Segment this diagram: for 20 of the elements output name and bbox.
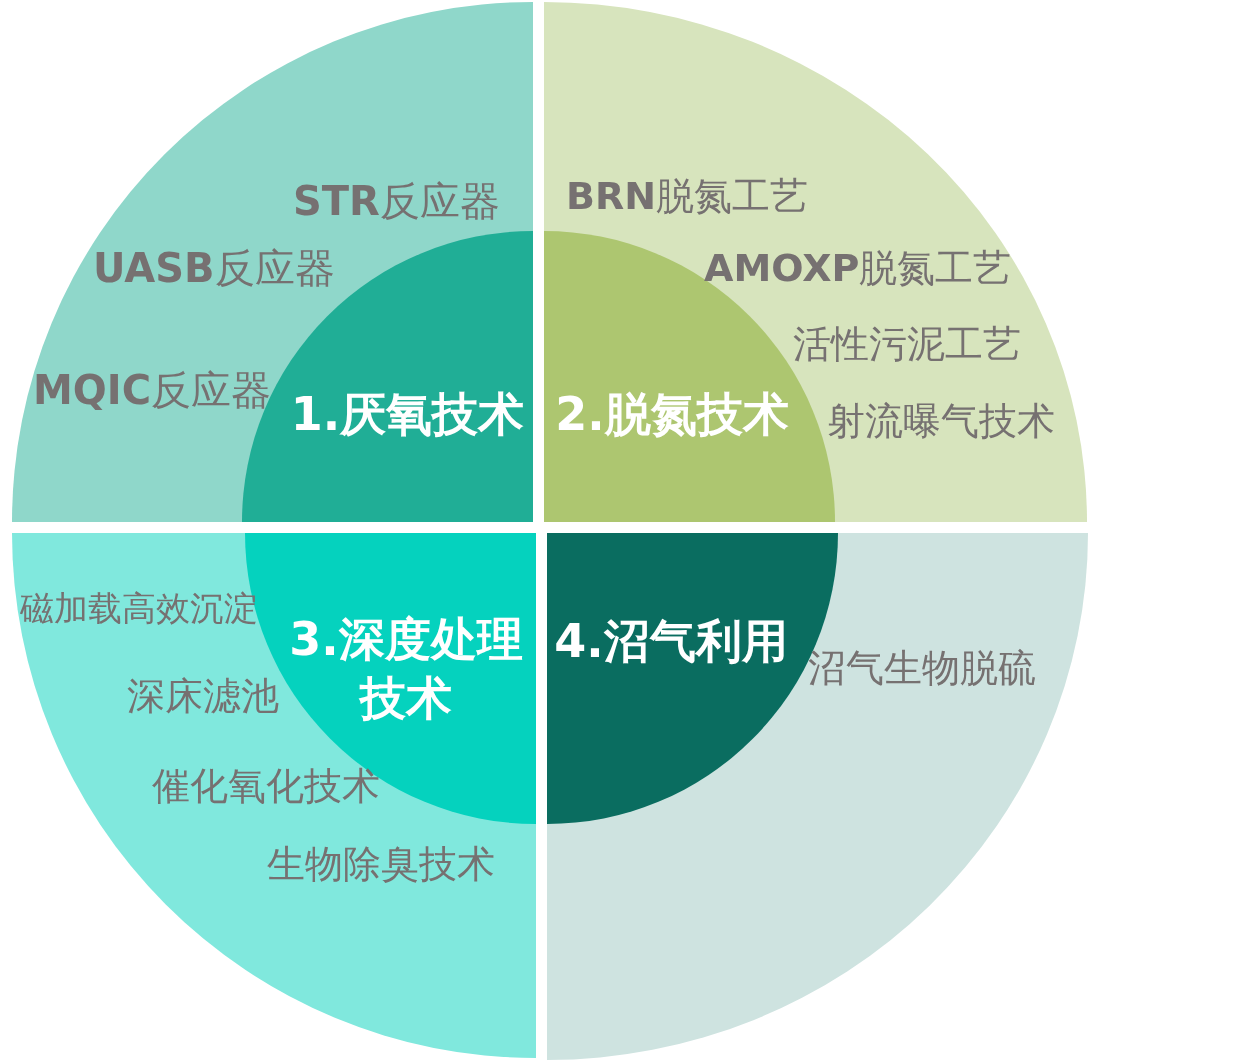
technology-label: BRN脱氮工艺: [566, 175, 809, 219]
technology-label: 沼气生物脱硫: [808, 647, 1036, 691]
category-heading: 4.沼气利用: [553, 613, 789, 670]
outer-quadrant-sector: [12, 533, 536, 1058]
technology-label: 磁加载高效沉淀: [20, 589, 258, 629]
technology-label: 催化氧化技术: [152, 765, 380, 809]
technology-label: 深床滤池: [127, 675, 279, 719]
category-heading: 2.脱氮技术: [554, 386, 790, 443]
category-heading: 1.厌氧技术: [289, 386, 526, 443]
technology-label: MQIC反应器: [33, 367, 272, 413]
outer-quadrant-sector: [547, 533, 1088, 1060]
category-heading: 3.深度处理技术: [288, 611, 524, 727]
technology-label: AMOXP脱氮工艺: [704, 247, 1012, 291]
technology-label: 生物除臭技术: [267, 843, 495, 887]
technology-label: 射流曝气技术: [827, 400, 1055, 444]
technology-label: STR反应器: [293, 178, 500, 224]
technology-label: 活性污泥工艺: [793, 323, 1021, 367]
outer-quadrant-sector: [544, 2, 1087, 522]
outer-quadrant-sector: [12, 2, 533, 522]
technology-label: UASB反应器: [93, 245, 335, 291]
